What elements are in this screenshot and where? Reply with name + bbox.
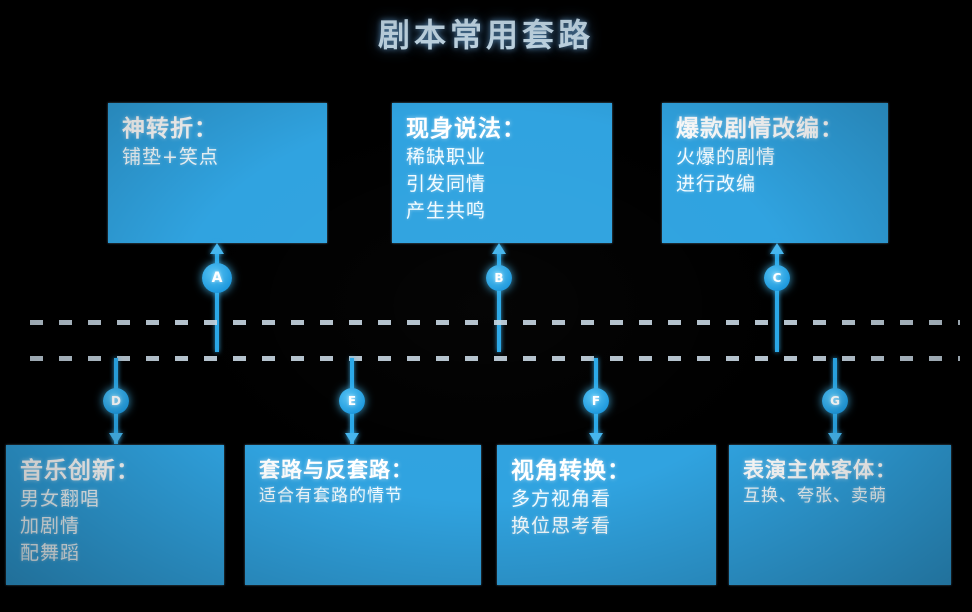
connector-line-b [497, 247, 501, 352]
node-g[interactable]: G [822, 388, 848, 414]
concept-box-e[interactable]: 套路与反套路： 适合有套路的情节 [245, 445, 481, 585]
node-d[interactable]: D [103, 388, 129, 414]
node-a-label: A [211, 270, 223, 286]
arrow-down-icon-e [345, 433, 359, 444]
arrow-up-icon-b [492, 243, 506, 254]
concept-box-b-line-1: 稀缺职业 [406, 146, 487, 169]
arrow-down-icon-g [828, 433, 842, 444]
node-c-label: C [772, 271, 782, 285]
road-dashed-line-bottom [30, 356, 960, 361]
concept-box-f[interactable]: 视角转换： 多方视角看 换位思考看 [497, 445, 716, 585]
concept-box-d-line-1: 男女翻唱 [20, 488, 101, 511]
concept-box-f-line-2: 换位思考看 [511, 515, 612, 538]
concept-box-b-line-2: 引发同情 [406, 173, 487, 196]
concept-box-c-headline: 爆款剧情改编： [676, 116, 844, 142]
node-f-label: F [591, 394, 601, 408]
concept-box-f-headline: 视角转换： [511, 458, 631, 484]
node-a[interactable]: A [202, 263, 232, 293]
concept-box-b-headline: 现身说法： [406, 116, 526, 142]
arrow-up-icon-a [210, 243, 224, 254]
arrow-down-icon-d [109, 433, 123, 444]
node-e-label: E [347, 394, 357, 408]
node-d-label: D [111, 394, 121, 408]
concept-box-a-line-1: 铺垫+笑点 [122, 146, 219, 169]
connector-line-a [215, 247, 219, 352]
concept-box-a-headline: 神转折： [122, 116, 218, 142]
concept-box-e-line-1: 适合有套路的情节 [259, 485, 403, 506]
concept-box-f-line-1: 多方视角看 [511, 488, 612, 511]
concept-box-d-headline: 音乐创新： [20, 458, 140, 484]
concept-box-g-line-1: 互换、夸张、卖萌 [743, 485, 887, 506]
node-c[interactable]: C [764, 265, 790, 291]
connector-line-c [775, 247, 779, 352]
page-title: 剧本常用套路 [377, 16, 594, 54]
concept-box-c-line-1: 火爆的剧情 [676, 146, 777, 169]
concept-box-c-line-2: 进行改编 [676, 173, 757, 196]
concept-box-b[interactable]: 现身说法： 稀缺职业 引发同情 产生共鸣 [392, 103, 612, 243]
concept-box-a[interactable]: 神转折： 铺垫+笑点 [108, 103, 327, 243]
concept-box-c[interactable]: 爆款剧情改编： 火爆的剧情 进行改编 [662, 103, 888, 243]
node-g-label: G [830, 394, 840, 408]
concept-box-e-headline: 套路与反套路： [259, 458, 413, 482]
node-f[interactable]: F [583, 388, 609, 414]
node-b[interactable]: B [486, 265, 512, 291]
arrow-up-icon-c [770, 243, 784, 254]
concept-box-g-headline: 表演主体客体： [743, 458, 897, 482]
road-dashed-line-top [30, 320, 960, 325]
concept-box-d[interactable]: 音乐创新： 男女翻唱 加剧情 配舞蹈 [6, 445, 224, 585]
concept-box-d-line-2: 加剧情 [20, 515, 81, 538]
concept-box-d-line-3: 配舞蹈 [20, 542, 81, 565]
node-e[interactable]: E [339, 388, 365, 414]
concept-box-b-line-3: 产生共鸣 [406, 200, 487, 223]
arrow-down-icon-f [589, 433, 603, 444]
node-b-label: B [494, 271, 504, 285]
concept-box-g[interactable]: 表演主体客体： 互换、夸张、卖萌 [729, 445, 951, 585]
